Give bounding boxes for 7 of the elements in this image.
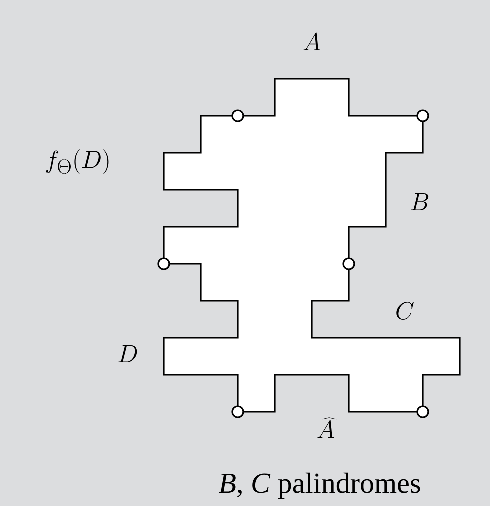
caption: B, C palindromes xyxy=(219,472,420,500)
side-label: $D$ xyxy=(118,346,138,362)
side-label: $\widehat{A}$ xyxy=(318,418,337,438)
side-label: $C$ xyxy=(396,302,414,320)
side-label: $f_\Theta(D)$ xyxy=(46,150,109,174)
side-label: $B$ xyxy=(411,194,429,210)
side-label: $A$ xyxy=(304,32,320,50)
